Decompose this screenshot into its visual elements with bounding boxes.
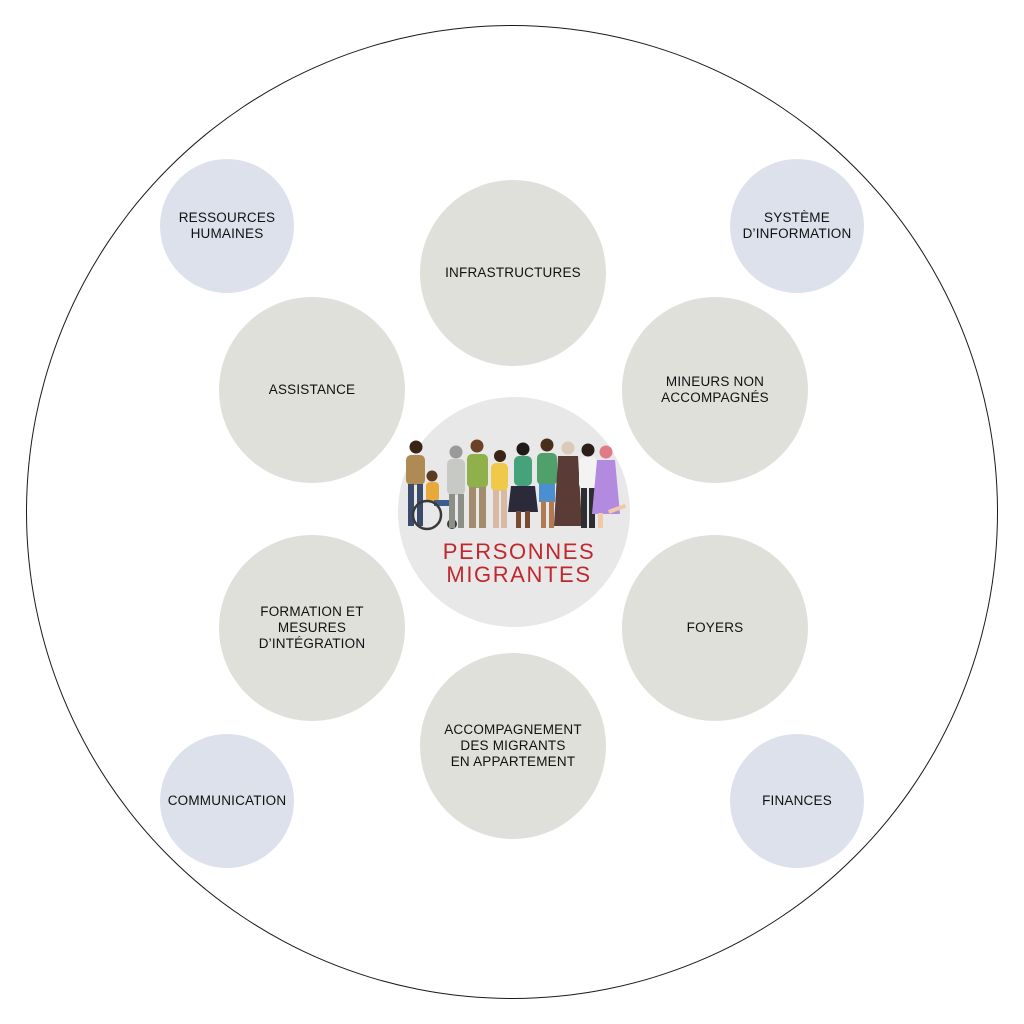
node-label: MINEURS NON ACCOMPAGNÉS — [661, 374, 769, 405]
node-accompagnement-appartement: ACCOMPAGNEMENT DES MIGRANTS EN APPARTEME… — [420, 653, 606, 839]
node-ressources-humaines: RESSOURCES HUMAINES — [160, 159, 294, 293]
node-assistance: ASSISTANCE — [219, 297, 405, 483]
node-label: INFRASTRUCTURES — [445, 265, 581, 280]
center-title: PERSONNES MIGRANTES — [442, 539, 596, 587]
node-infrastructures: INFRASTRUCTURES — [420, 180, 606, 366]
node-formation-integration: FORMATION ET MESURES D’INTÉGRATION — [219, 535, 405, 721]
node-label: ASSISTANCE — [268, 382, 356, 397]
node-label: FINANCES — [762, 793, 832, 808]
node-label: FORMATION ET MESURES D’INTÉGRATION — [258, 604, 366, 651]
node-mineurs-non-accompagnes: MINEURS NON ACCOMPAGNÉS — [622, 297, 808, 483]
node-label: FOYERS — [686, 620, 744, 635]
node-label: ACCOMPAGNEMENT DES MIGRANTS EN APPARTEME… — [444, 722, 582, 769]
node-foyers: FOYERS — [622, 535, 808, 721]
outer-ring — [26, 25, 998, 999]
node-finances: FINANCES — [730, 734, 864, 868]
people-illustration — [406, 438, 627, 531]
node-systeme-information: SYSTÈME D’INFORMATION — [730, 159, 864, 293]
node-label: RESSOURCES HUMAINES — [178, 210, 276, 241]
node-label: COMMUNICATION — [167, 793, 287, 808]
node-communication: COMMUNICATION — [160, 734, 294, 868]
node-label: SYSTÈME D’INFORMATION — [742, 210, 852, 241]
